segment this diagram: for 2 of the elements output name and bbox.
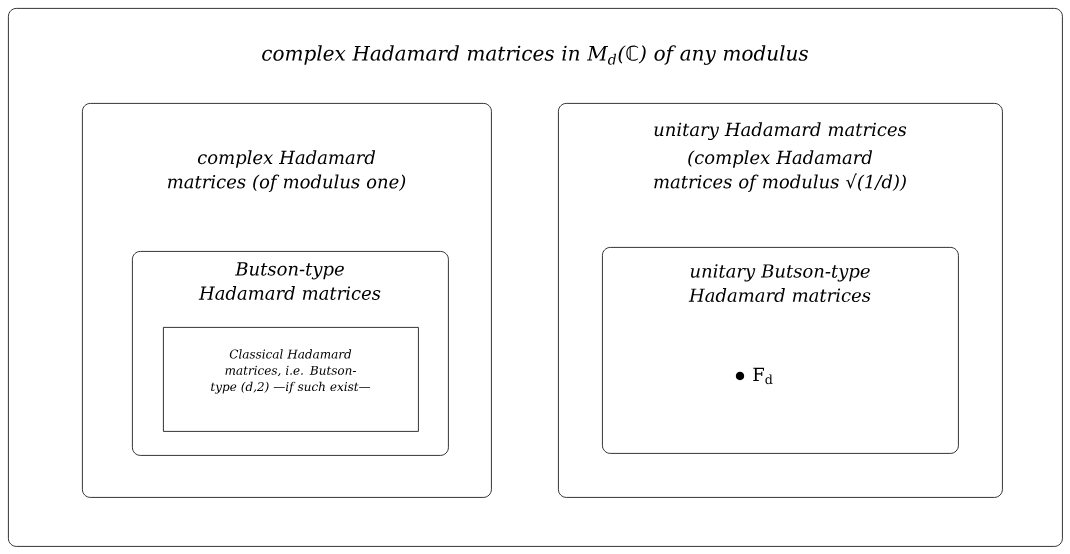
set-box: Classical Hadamard matrices, i.e. Butson-type (d,2) —if such exist— [163, 327, 419, 432]
set-box: unitary Butson-type Hadamard matrices F$_{d}$ [602, 247, 959, 454]
